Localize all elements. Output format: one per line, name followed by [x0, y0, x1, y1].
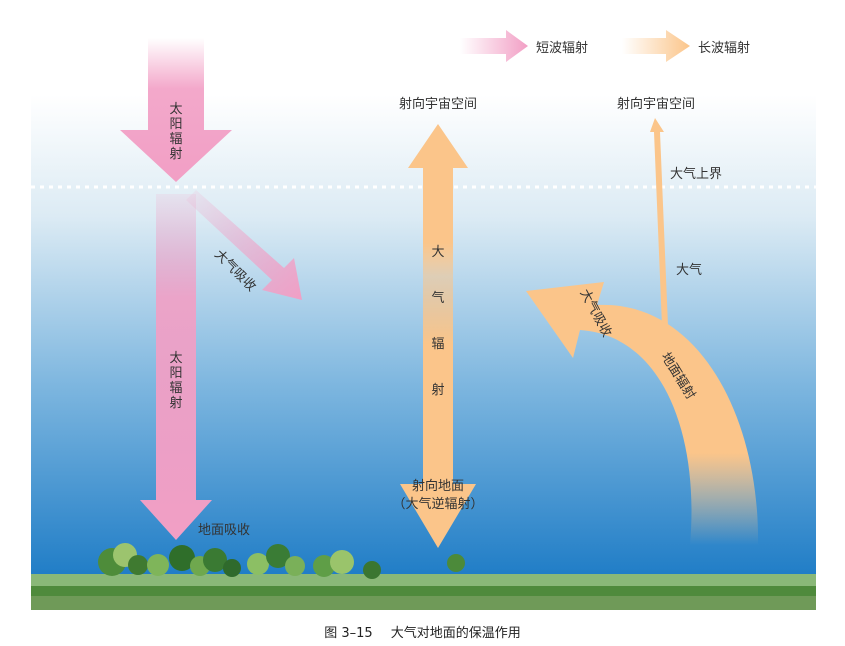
label-to-space-middle: 射向宇宙空间 — [399, 96, 477, 112]
ground — [31, 574, 816, 610]
long-wave-double-arrow — [400, 124, 476, 548]
solar-radiation-arrow-down — [140, 194, 212, 540]
legend-long-wave-label: 长波辐射 — [698, 40, 750, 56]
atmosphere-absorb-arrow-pink — [186, 190, 302, 300]
label-to-ground: 射向地面 — [412, 478, 464, 494]
solar-radiation-arrow-top — [120, 38, 232, 182]
label-to-space-right: 射向宇宙空间 — [617, 96, 695, 112]
long-wave-thin-arrow — [650, 118, 668, 326]
label-solar-radiation-lower: 太阳辐射 — [169, 351, 182, 411]
label-counter-radiation: （大气逆辐射） — [392, 496, 483, 512]
trees — [98, 543, 465, 579]
label-atmosphere-top: 大气上界 — [670, 166, 722, 182]
label-atmosphere-radiation: 大气辐射 — [431, 245, 444, 398]
legend-short-wave: 短波辐射 — [460, 30, 588, 62]
label-ground-absorb: 地面吸收 — [198, 523, 250, 538]
ground-radiation-curved-arrow — [526, 282, 759, 545]
legend-long-wave: 长波辐射 — [622, 30, 750, 62]
figure-caption: 图 3–15 大气对地面的保温作用 — [0, 622, 845, 641]
figure-number: 图 3–15 — [324, 626, 373, 641]
figure-title: 大气对地面的保温作用 — [390, 626, 521, 641]
legend-short-wave-label: 短波辐射 — [536, 40, 588, 56]
label-atmosphere: 大气 — [676, 262, 702, 278]
label-solar-radiation-top: 太阳辐射 — [169, 102, 182, 162]
